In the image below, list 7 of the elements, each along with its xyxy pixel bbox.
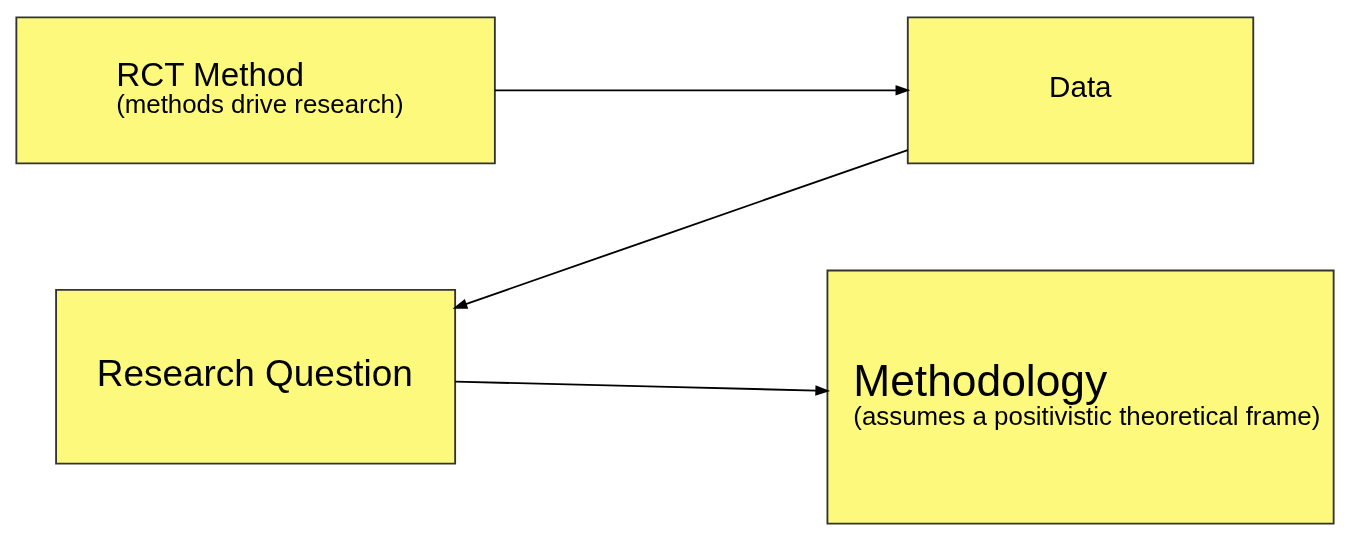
node-box: Research Question	[55, 288, 457, 464]
node-box: Methodology (assumes a positivistic theoretical frame)	[826, 269, 1335, 525]
arrow	[454, 380, 831, 396]
node-box: Data	[906, 15, 1255, 164]
arrow	[452, 148, 909, 309]
node-box: RCT Method (methods drive research)	[15, 15, 496, 164]
arrow	[494, 84, 911, 96]
